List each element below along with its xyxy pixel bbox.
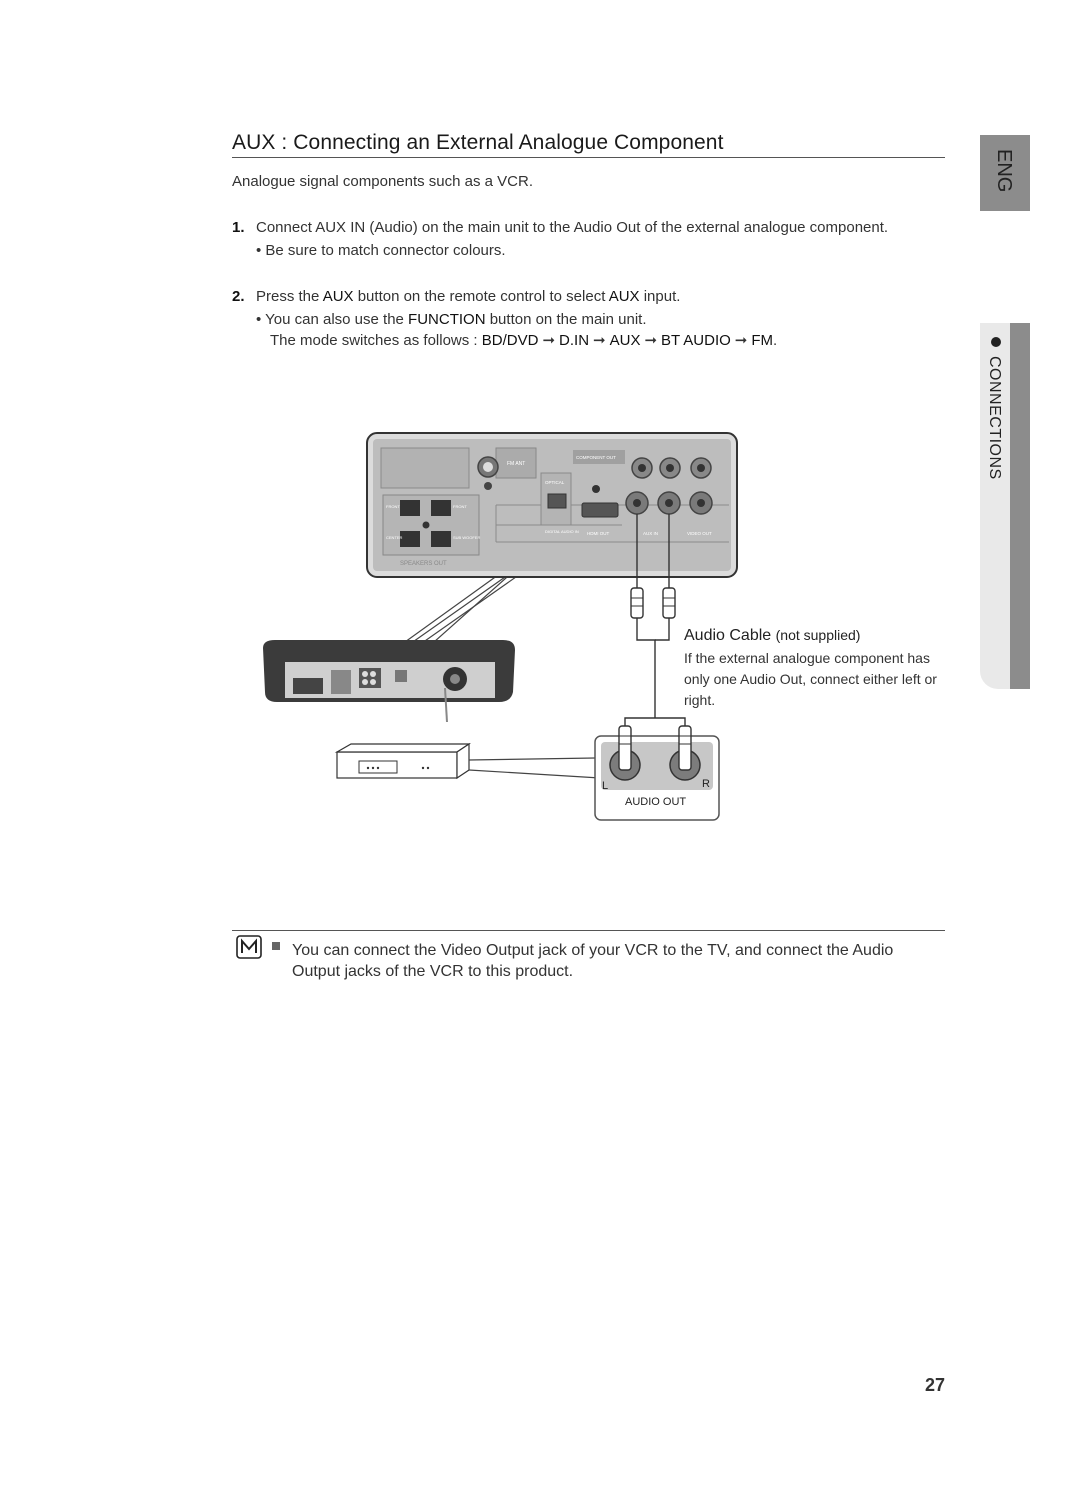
aux-in-label: AUX IN (643, 531, 658, 536)
component-out-label: COMPONENT OUT (576, 455, 616, 460)
title-divider (232, 157, 945, 158)
subwoofer-label: SUB WOOFER (453, 535, 480, 540)
aux-key: AUX (322, 288, 354, 305)
page-title: AUX : Connecting an External Analogue Co… (232, 131, 724, 154)
plug-l (630, 587, 644, 619)
video-out-label: VIDEO OUT (687, 531, 712, 536)
note-icon (236, 935, 262, 959)
cable-description: If the external analogue component has o… (684, 650, 937, 708)
step-2: 2. Press the AUX button on the remote con… (232, 287, 680, 307)
step-number: 1. (232, 219, 245, 236)
page-number: 27 (924, 1375, 945, 1395)
step-text: button on the remote control to select (353, 288, 609, 305)
step-text: input. (639, 288, 681, 305)
step-1: 1. Connect AUX IN (Audio) on the main uni… (232, 218, 932, 238)
step-2-bullet: • You can also use the FUNCTION button o… (256, 311, 647, 328)
arrow-icon: ➞ (644, 332, 658, 349)
note-text: You can connect the Video Output jack of… (292, 942, 894, 980)
optical-label: OPTICAL (545, 480, 565, 485)
center-label: CENTER (386, 535, 403, 540)
bullet-text: You can also use the (265, 311, 409, 328)
mode-item: BT AUDIO (661, 332, 731, 349)
arrow-icon: ➞ (542, 332, 556, 349)
right-label: R (702, 778, 710, 790)
aux-key: AUX (608, 288, 640, 305)
mode-intro: The mode switches as follows : (270, 332, 482, 349)
intro-text: Analogue signal components such as a VCR… (232, 173, 534, 190)
speakers-out-label: SPEAKERS OUT (400, 561, 447, 567)
mode-item: FM (751, 332, 774, 349)
cable-title: Audio Cable (684, 627, 772, 644)
mode-end: . (773, 332, 778, 349)
step-number: 2. (232, 288, 245, 305)
cable-note: (not supplied) (775, 627, 861, 643)
mode-sequence: The mode switches as follows : BD/DVD➞D.… (270, 331, 777, 351)
note-bullet-icon (272, 942, 280, 950)
note-divider (232, 930, 945, 931)
cable-caption: Audio Cable (not supplied) (684, 627, 860, 645)
mode-item: BD/DVD (481, 332, 539, 349)
arrow-icon: ➞ (593, 332, 606, 349)
step-text: Connect AUX IN (Audio) on the main unit … (256, 219, 889, 236)
front-r-label: FRONT (453, 504, 467, 509)
step-1-bullet: • Be sure to match connector colours. (256, 242, 506, 259)
function-key: FUNCTION (408, 311, 486, 328)
bullet-text: Be sure to match connector colours. (265, 242, 506, 259)
connection-diagram: FM ANT FRONT FRONT CENTER SUB WOOFER SPE… (263, 432, 738, 821)
plug-r (662, 587, 676, 619)
arrow-icon: ➞ (734, 332, 748, 349)
step-text: Press the (256, 288, 323, 305)
digital-audio-in-label: DIGITAL AUDIO IN (545, 529, 579, 534)
language-tab-label: ENG (993, 149, 1015, 193)
section-dot-icon (991, 337, 1001, 347)
front-l-label: FRONT (386, 504, 400, 509)
language-tab: ENG (980, 135, 1030, 211)
bullet-text: button on the main unit. (485, 311, 647, 328)
audio-out-label: AUDIO OUT (625, 796, 686, 808)
mode-item: D.IN (559, 332, 590, 349)
section-tab-strip (1010, 323, 1030, 689)
fm-ant-label: FM ANT (507, 461, 525, 467)
mode-item: AUX (609, 332, 641, 349)
left-label: L (602, 780, 608, 792)
hdmi-out-label: HDMI OUT (587, 531, 609, 536)
section-tab-label: CONNECTIONS (986, 356, 1003, 480)
